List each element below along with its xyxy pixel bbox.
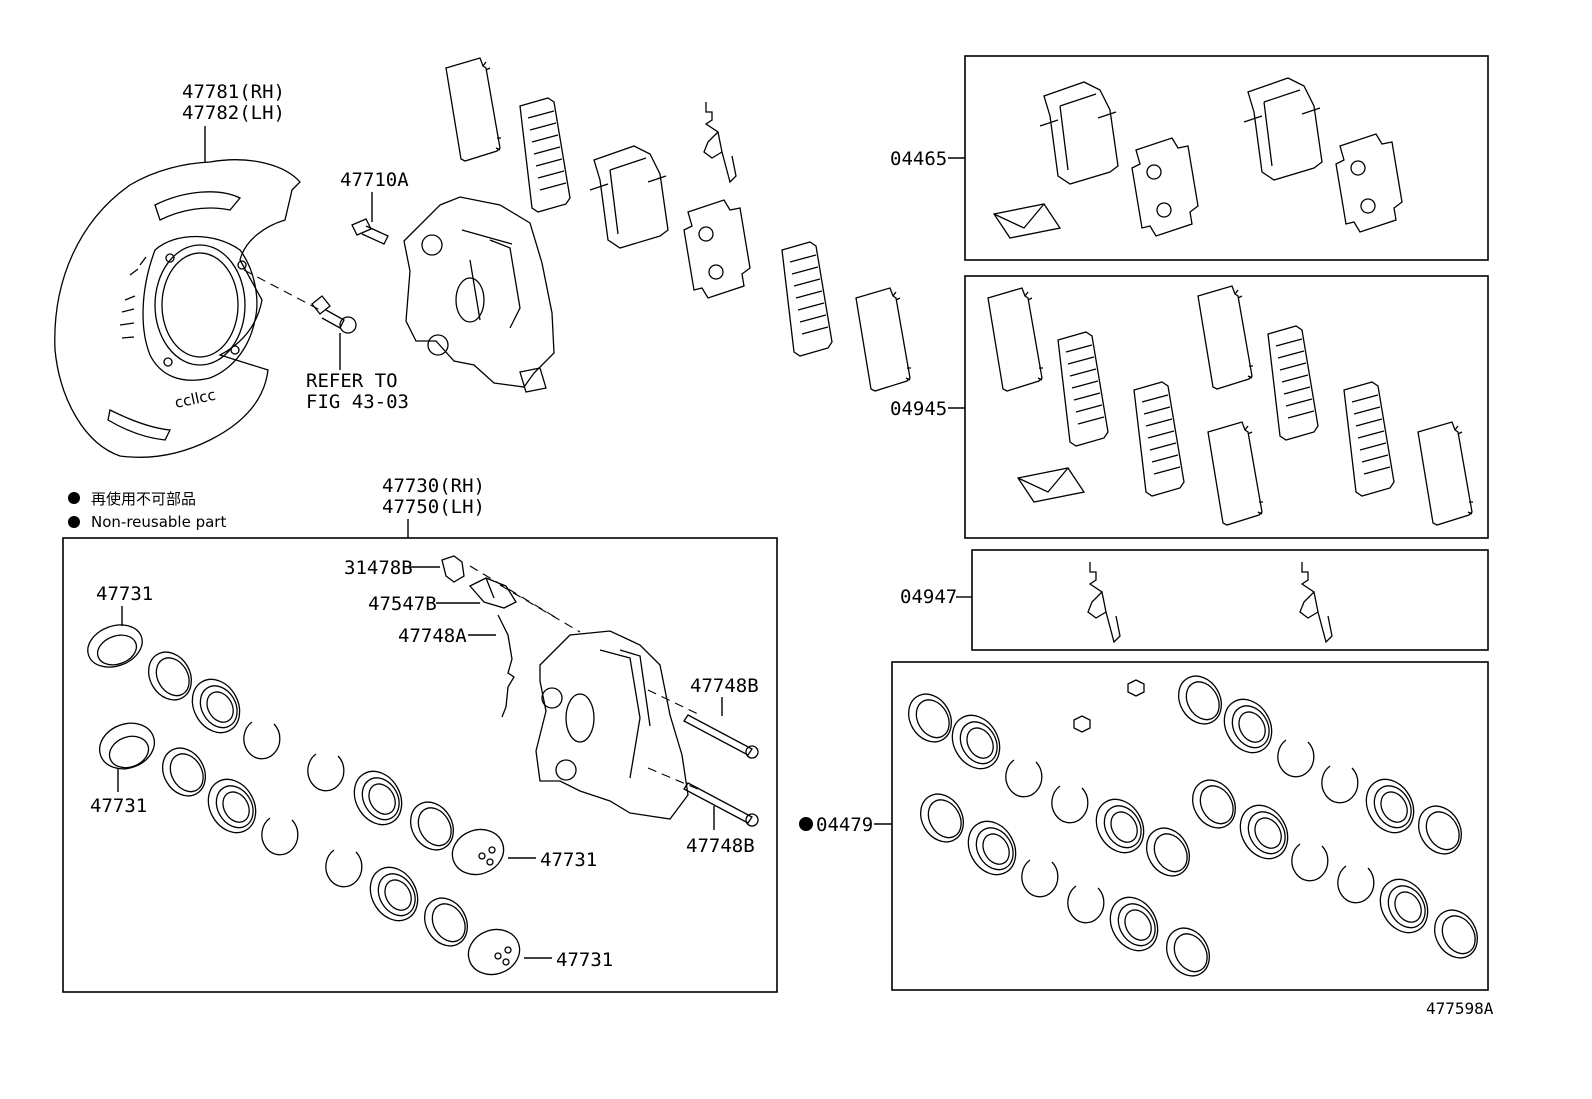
pad-kit-contents: [993, 77, 1403, 239]
label-pin-top: 47748B: [690, 675, 759, 697]
dust-shield: ccllcc: [54, 159, 301, 458]
pin-top: [683, 714, 759, 759]
spring-kit-box: [971, 549, 1489, 651]
piston-3: [451, 828, 505, 876]
diagram-id: 477598A: [1426, 999, 1494, 1018]
caliper-assembly-upper: [403, 196, 555, 393]
label-shim-kit: 04945: [890, 398, 947, 420]
caliper-bolt: [351, 218, 389, 245]
legend: 再使用不可部品 Non-reusable part: [68, 490, 226, 531]
label-spring-kit: 04947: [900, 586, 957, 608]
label-piston-2: 47731: [90, 795, 147, 817]
piston-1: [87, 624, 143, 668]
upper-pad-sequence: [445, 57, 912, 392]
label-cyl-rh: 47730(RH): [382, 475, 485, 497]
label-refer-line2: FIG 43-03: [306, 391, 409, 413]
caliper-kit-box: [62, 537, 778, 993]
label-piston-1: 47731: [96, 583, 153, 605]
label-pin-bottom: 47748B: [686, 835, 755, 857]
caliper-body-lower: [535, 630, 689, 820]
piston-4: [467, 928, 521, 976]
shim-kit-box: [964, 275, 1489, 539]
pad-kit-box: [964, 55, 1489, 261]
label-bolt: 47710A: [340, 169, 409, 191]
bleeder-plug: [468, 577, 517, 609]
pin-bottom: [683, 782, 759, 827]
label-piston-3: 47731: [540, 849, 597, 871]
label-pad-kit: 04465: [890, 148, 947, 170]
shim-kit-contents: [987, 285, 1474, 526]
pad-spring: [497, 614, 515, 718]
label-shield-rh: 47781(RH): [182, 81, 285, 103]
label-shield-lh: 47782(LH): [182, 102, 285, 124]
label-piston-4: 47731: [556, 949, 613, 971]
seal-kit-contents: [899, 667, 1487, 985]
label-spring: 47748A: [398, 625, 467, 647]
label-bleeder: 47547B: [368, 593, 437, 615]
legend-en: Non-reusable part: [91, 513, 226, 531]
label-seal-kit: 04479: [816, 814, 873, 836]
seal-kit-box: [891, 661, 1489, 991]
legend-jp: 再使用不可部品: [91, 490, 196, 508]
shield-bolt: [311, 295, 357, 334]
piston-2: [98, 722, 156, 770]
seal-set-left: [139, 643, 477, 955]
label-cap: 31478B: [344, 557, 413, 579]
spring-kit-contents: [1087, 561, 1333, 643]
svg-text:ccllcc: ccllcc: [173, 386, 217, 412]
label-refer-line1: REFER TO: [306, 370, 398, 392]
bleeder-cap: [441, 555, 465, 583]
label-cyl-lh: 47750(LH): [382, 496, 485, 518]
